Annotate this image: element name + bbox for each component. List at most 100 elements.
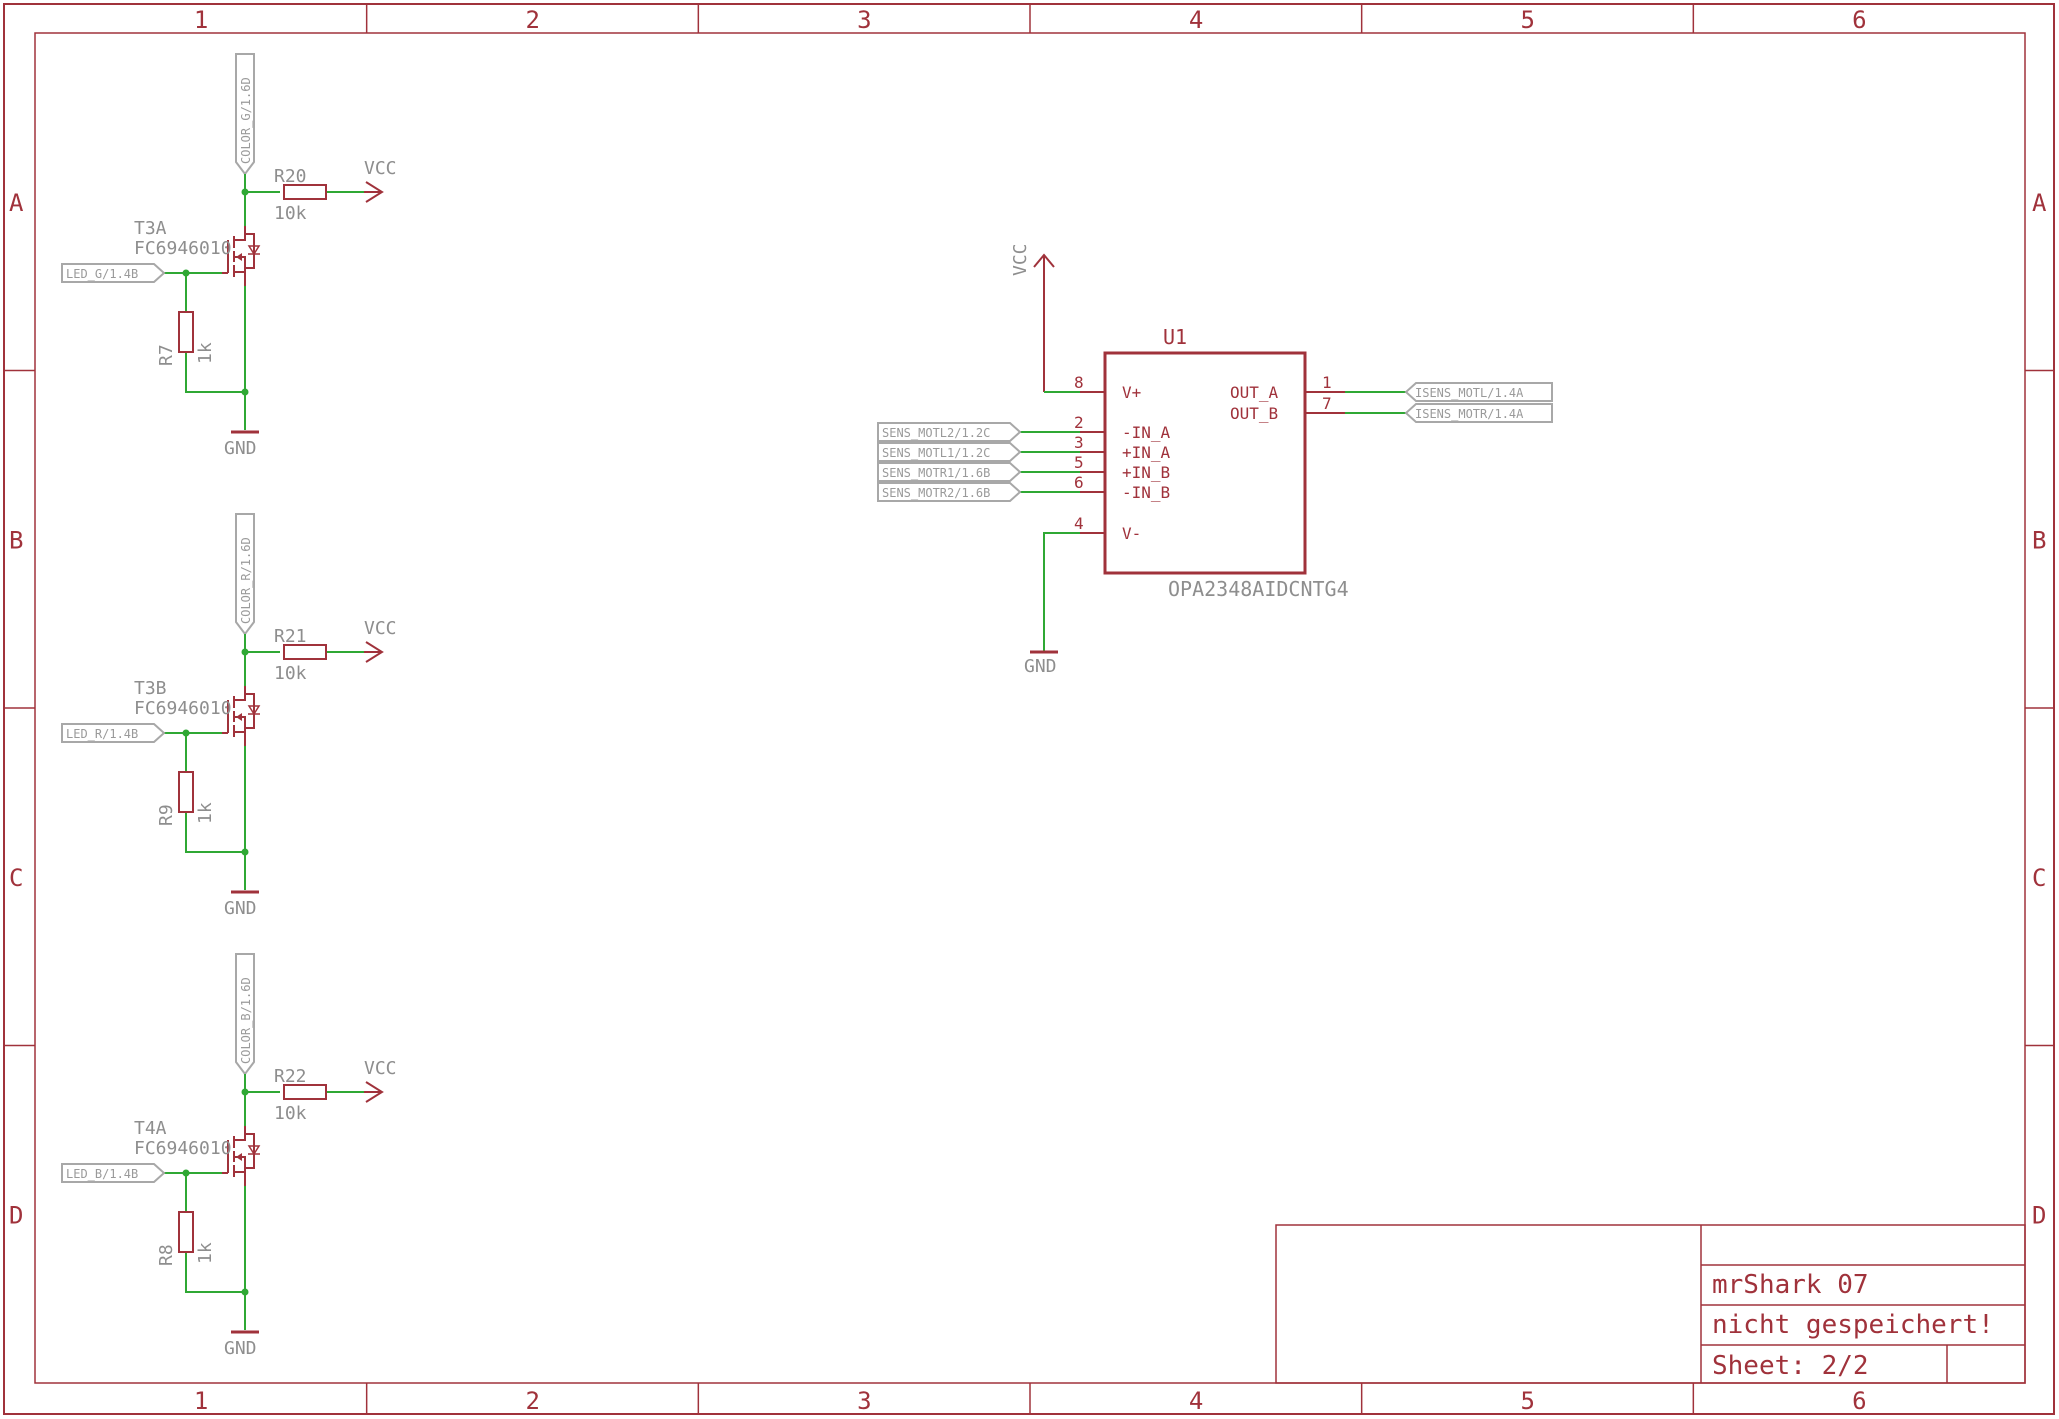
net-label-flag	[877, 422, 1022, 442]
led-driver-circuit: COLOR_R/1.6DR2110kVCCT3BFC6946010LED_R/1…	[61, 513, 397, 919]
pin-name: +IN_B	[1122, 463, 1170, 482]
pulldown-resistor	[178, 771, 194, 813]
net-label-flag	[877, 482, 1022, 502]
wire-junction	[241, 1088, 249, 1096]
wire-junction	[182, 1169, 190, 1177]
opamp-left-pin: 8V+	[1074, 373, 1141, 402]
gnd-supply-symbol: GND	[1024, 532, 1080, 677]
wire-junction	[182, 729, 190, 737]
pullup-resistor	[283, 184, 327, 200]
opamp-part-number: OPA2348AIDCNTG4	[1168, 577, 1349, 601]
frame-row-label: C	[9, 864, 23, 892]
pulldown-value: 1k	[195, 342, 216, 364]
pulldown-reference: R9	[156, 804, 177, 826]
pullup-reference: R22	[274, 1066, 307, 1087]
vcc-label: VCC	[364, 158, 397, 179]
pin-number: 6	[1074, 473, 1084, 492]
led-input-net-label: LED_G/1.4B	[66, 267, 138, 281]
wire-junction	[241, 188, 249, 196]
led-driver-circuit: COLOR_B/1.6D R22 10k VCC T4AFC6946010LED_B/1…	[61, 953, 397, 1359]
pulldown-resistor	[178, 1211, 194, 1253]
pin-name: OUT_A	[1230, 383, 1279, 402]
pin-name: -IN_A	[1122, 423, 1171, 442]
mosfet-part-number: FC6946010	[134, 1138, 232, 1159]
opamp-left-pin: 2 -IN_A SENS_MOTL2/1.2C	[877, 413, 1171, 442]
wire-junction	[182, 269, 190, 277]
input-net-label: SENS_MOTR2/1.6B	[882, 486, 990, 500]
frame-column-label: 5	[1521, 1387, 1535, 1415]
input-net-label: SENS_MOTL2/1.2C	[882, 426, 990, 440]
mosfet-symbol	[222, 226, 261, 286]
led-input-net-label: LED_B/1.4B	[66, 1167, 138, 1181]
pulldown-reference: R7	[156, 344, 177, 366]
pulldown-value: 1k	[195, 1242, 216, 1264]
pulldown-value: 1k	[195, 802, 216, 824]
mosfet-part-number: FC6946010	[134, 238, 232, 259]
mosfet-arrow-icon	[236, 1153, 242, 1161]
opamp-left-pin: 5 +IN_B SENS_MOTR1/1.6B	[877, 453, 1170, 482]
net-label-flag	[61, 723, 166, 743]
project-name: mrShark 07	[1712, 1270, 1869, 1300]
opamp-gnd-label: GND	[1024, 656, 1057, 677]
pin-name: V-	[1122, 524, 1141, 543]
pin-number: 2	[1074, 413, 1084, 432]
mosfet-reference: T4A	[134, 1118, 167, 1139]
frame-column-label: 6	[1852, 1387, 1866, 1415]
frame-column-label: 1	[194, 6, 208, 34]
frame-column-label: 5	[1521, 6, 1535, 34]
input-net-label: SENS_MOTL1/1.2C	[882, 446, 990, 460]
output-net-label: ISENS_MOTR/1.4A	[1415, 407, 1524, 421]
title-block: mrShark 07 nicht gespeichert! Sheet: 2/2	[1275, 1224, 2026, 1384]
sheet-number: Sheet: 2/2	[1712, 1351, 1869, 1381]
frame-column-label: 6	[1852, 6, 1866, 34]
mosfet-arrow-icon	[236, 713, 242, 721]
frame-row-label: D	[2032, 1201, 2046, 1229]
pullup-value: 10k	[274, 1103, 307, 1124]
save-status: nicht gespeichert!	[1712, 1310, 1994, 1340]
led-driver-group: COLOR_G/1.6DR2010kVCCT3AFC6946010LED_G/1…	[61, 53, 397, 1359]
mosfet-reference: T3B	[134, 678, 167, 699]
pullup-value: 10k	[274, 203, 307, 224]
opamp-vcc-label: VCC	[1010, 243, 1031, 276]
gnd-label: GND	[224, 1338, 257, 1359]
color-net-label: COLOR_G/1.6D	[239, 77, 253, 164]
frame-column-label: 2	[526, 1387, 540, 1415]
frame-column-label: 3	[857, 6, 871, 34]
frame-row-label: D	[9, 1201, 23, 1229]
color-net-label: COLOR_B/1.6D	[239, 977, 253, 1064]
frame-row-label: B	[2032, 526, 2046, 554]
pin-number: 3	[1074, 433, 1084, 452]
vcc-label: VCC	[364, 618, 397, 639]
pin-name: +IN_A	[1122, 443, 1171, 462]
pullup-reference: R21	[274, 626, 307, 647]
wire-junction	[241, 848, 249, 856]
pulldown-reference: R8	[156, 1244, 177, 1266]
net-label-flag	[235, 53, 255, 176]
pullup-resistor	[283, 1084, 327, 1100]
input-net-label: SENS_MOTR1/1.6B	[882, 466, 990, 480]
pullup-value: 10k	[274, 663, 307, 684]
opamp-reference: U1	[1163, 325, 1187, 349]
frame-row-label: A	[2032, 189, 2047, 217]
mosfet-arrow-icon	[236, 253, 242, 261]
mosfet-symbol	[222, 686, 261, 746]
pin-number: 8	[1074, 373, 1084, 392]
pin-number: 7	[1322, 394, 1332, 413]
pullup-resistor	[283, 644, 327, 660]
frame-row-label: A	[9, 189, 24, 217]
pin-name: OUT_B	[1230, 404, 1278, 423]
pin-number: 5	[1074, 453, 1084, 472]
frame-column-label: 1	[194, 1387, 208, 1415]
body-diode-icon	[247, 245, 261, 256]
wire-junction	[241, 648, 249, 656]
pin-name: V+	[1122, 383, 1141, 402]
output-net-label: ISENS_MOTL/1.4A	[1415, 386, 1524, 400]
color-net-label: COLOR_R/1.6D	[239, 537, 253, 624]
frame-row-label: C	[2032, 864, 2046, 892]
opamp-left-pin: 3 +IN_A SENS_MOTL1/1.2C	[877, 433, 1171, 462]
vcc-label: VCC	[364, 1058, 397, 1079]
